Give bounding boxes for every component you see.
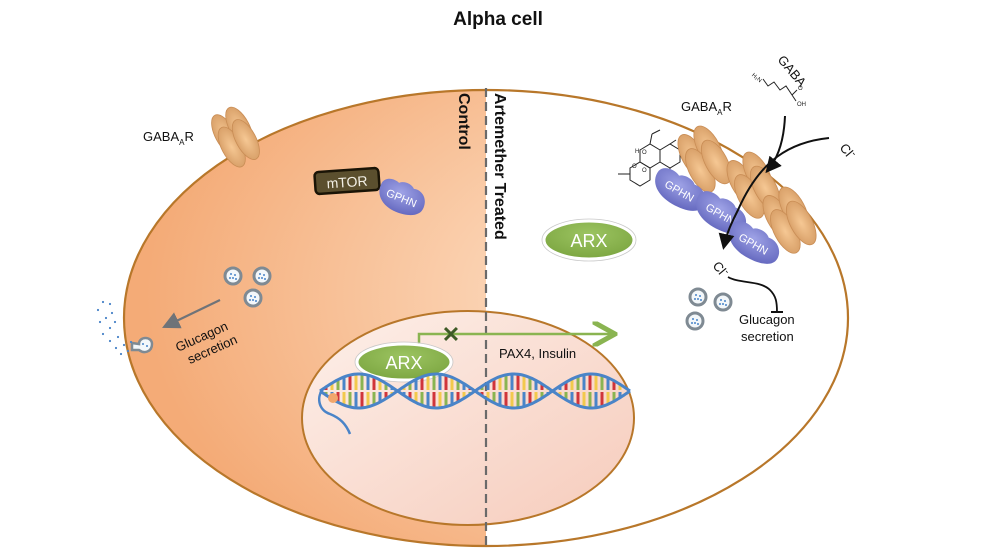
gabaar-receptor-treated-1 [677, 125, 732, 193]
arx-nucleus: ARX [354, 341, 454, 383]
svg-text:O: O [642, 168, 647, 174]
glucagon-secretion-label-treated: Glucagon secretion [739, 312, 795, 344]
chloride-inside-label: Cl- [710, 258, 732, 280]
glucagon-secretion-label-control: Glucagon secretion [173, 318, 239, 367]
svg-text:O: O [642, 150, 647, 156]
target-genes-label: PAX4, Insulin [499, 346, 576, 361]
arx-label-cytoplasm: ARX [570, 231, 607, 251]
gaba-molecule-icon: H₂N O OH [750, 73, 806, 108]
arx-cytoplasm: ARX [541, 218, 637, 262]
svg-text:H₂N: H₂N [750, 73, 762, 85]
glucagon-vesicles-treated [685, 287, 733, 331]
svg-text:H: H [635, 149, 639, 155]
exocytosis-vesicle [130, 336, 154, 354]
mtor-box [313, 166, 381, 196]
svg-text:O: O [632, 164, 637, 170]
vesicle [252, 266, 272, 286]
vesicle [223, 266, 243, 286]
chloride-outside-label: Cl- [837, 140, 859, 162]
block-x-icon: ✕ [442, 322, 460, 347]
promoter-bead [328, 393, 338, 403]
gabaar-label-control: GABAAR [143, 129, 194, 147]
gphn-protein-control: GPHN [379, 178, 425, 216]
svg-text:O: O [798, 86, 803, 92]
chloride-influx-arrow [718, 137, 830, 250]
mtor-label: mTOR [326, 173, 368, 192]
treated-label: Artemether Treated [491, 93, 508, 240]
gphn-protein-treated-1: GPHN [655, 168, 706, 211]
vesicle [243, 288, 263, 308]
secretion-arrow-control [162, 299, 221, 329]
gaba-ligand-label: GABA [775, 52, 810, 90]
gphn-protein-treated-3: GPHN [729, 221, 780, 264]
vesicle [688, 287, 708, 307]
dna-tail [317, 387, 352, 435]
gaba-binding-arrow [765, 115, 786, 174]
nucleus [301, 310, 635, 526]
vesicle [685, 311, 705, 331]
gabaar-label-treated: GABAAR [681, 99, 732, 117]
svg-text:Glucagon: Glucagon [739, 312, 795, 327]
glucagon-vesicles-control [223, 266, 272, 308]
dna-strand [319, 372, 631, 410]
control-label: Control [455, 93, 472, 150]
svg-text:OH: OH [797, 102, 806, 108]
figure-title: Alpha cell [453, 9, 543, 30]
released-glucagon-dots [96, 300, 133, 356]
svg-text:secretion: secretion [741, 329, 794, 344]
gabaar-receptor-treated-3 [762, 186, 817, 254]
vesicle [713, 292, 733, 312]
dna-helix [317, 372, 631, 435]
gabaar-receptor-control [211, 106, 260, 168]
nucleus-envelope [301, 310, 635, 526]
mtor-protein: mTOR [313, 166, 381, 196]
arx-label-nucleus: ARX [385, 353, 422, 373]
inhibition-line [727, 276, 778, 313]
